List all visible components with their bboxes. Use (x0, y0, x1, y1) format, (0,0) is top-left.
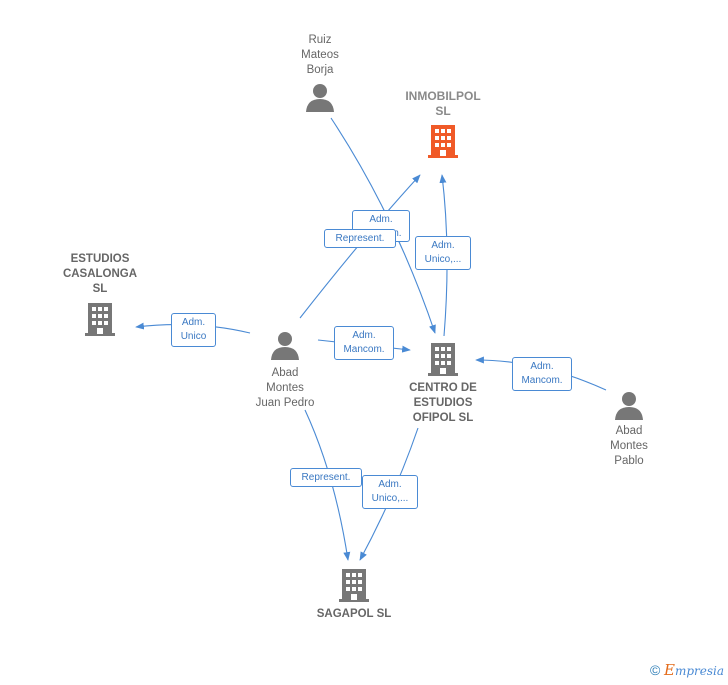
node-label: ESTUDIOS CASALONGA SL (62, 253, 138, 295)
person-icon (306, 84, 334, 112)
node-label: Ruiz Mateos Borja (301, 34, 339, 76)
node-inmobilpol[interactable]: INMOBILPOL SL (393, 89, 493, 159)
node-label: INMOBILPOL SL (405, 89, 481, 118)
empresia-footer: © Empresia (650, 661, 724, 679)
node-sagapol[interactable]: SAGAPOL SL (304, 567, 404, 622)
node-abad-montes-pablo[interactable]: Abad Montes Pablo (594, 390, 664, 469)
node-centro-estudios-ofipol[interactable]: CENTRO DE ESTUDIOS OFIPOL SL (395, 341, 491, 426)
empresia-logo-text: mpresia (674, 664, 724, 678)
node-label: Abad Montes Pablo (610, 425, 648, 467)
copyright-icon: © (650, 662, 661, 678)
node-label: CENTRO DE ESTUDIOS OFIPOL SL (409, 382, 477, 424)
node-estudios-casalonga[interactable]: ESTUDIOS CASALONGA SL (52, 252, 148, 337)
node-label: SAGAPOL SL (316, 608, 392, 620)
edge-label-ofipol-inmobilpol[interactable]: Adm. Unico,... (415, 236, 471, 270)
person-icon (271, 332, 299, 360)
building-icon (428, 125, 458, 158)
edge-label-juan-inmobilpol[interactable]: Represent. (324, 229, 396, 248)
edge-label-ofipol-sagapol[interactable]: Adm. Unico,... (362, 475, 418, 509)
building-icon (85, 303, 115, 336)
edge-label-juan-casalonga[interactable]: Adm. Unico (171, 313, 216, 347)
empresia-logo-e: E (663, 661, 675, 679)
person-icon (615, 392, 643, 420)
node-label: Abad Montes Juan Pedro (255, 367, 315, 409)
building-icon (428, 343, 458, 376)
building-icon (339, 569, 369, 602)
node-ruiz-mateos-borja[interactable]: Ruiz Mateos Borja (285, 33, 355, 112)
edge-label-pablo-ofipol[interactable]: Adm. Mancom. (512, 357, 572, 391)
edge-label-juan-sagapol[interactable]: Represent. (290, 468, 362, 487)
edge-label-juan-ofipol[interactable]: Adm. Mancom. (334, 326, 394, 360)
node-abad-montes-juan-pedro[interactable]: Abad Montes Juan Pedro (240, 330, 330, 411)
